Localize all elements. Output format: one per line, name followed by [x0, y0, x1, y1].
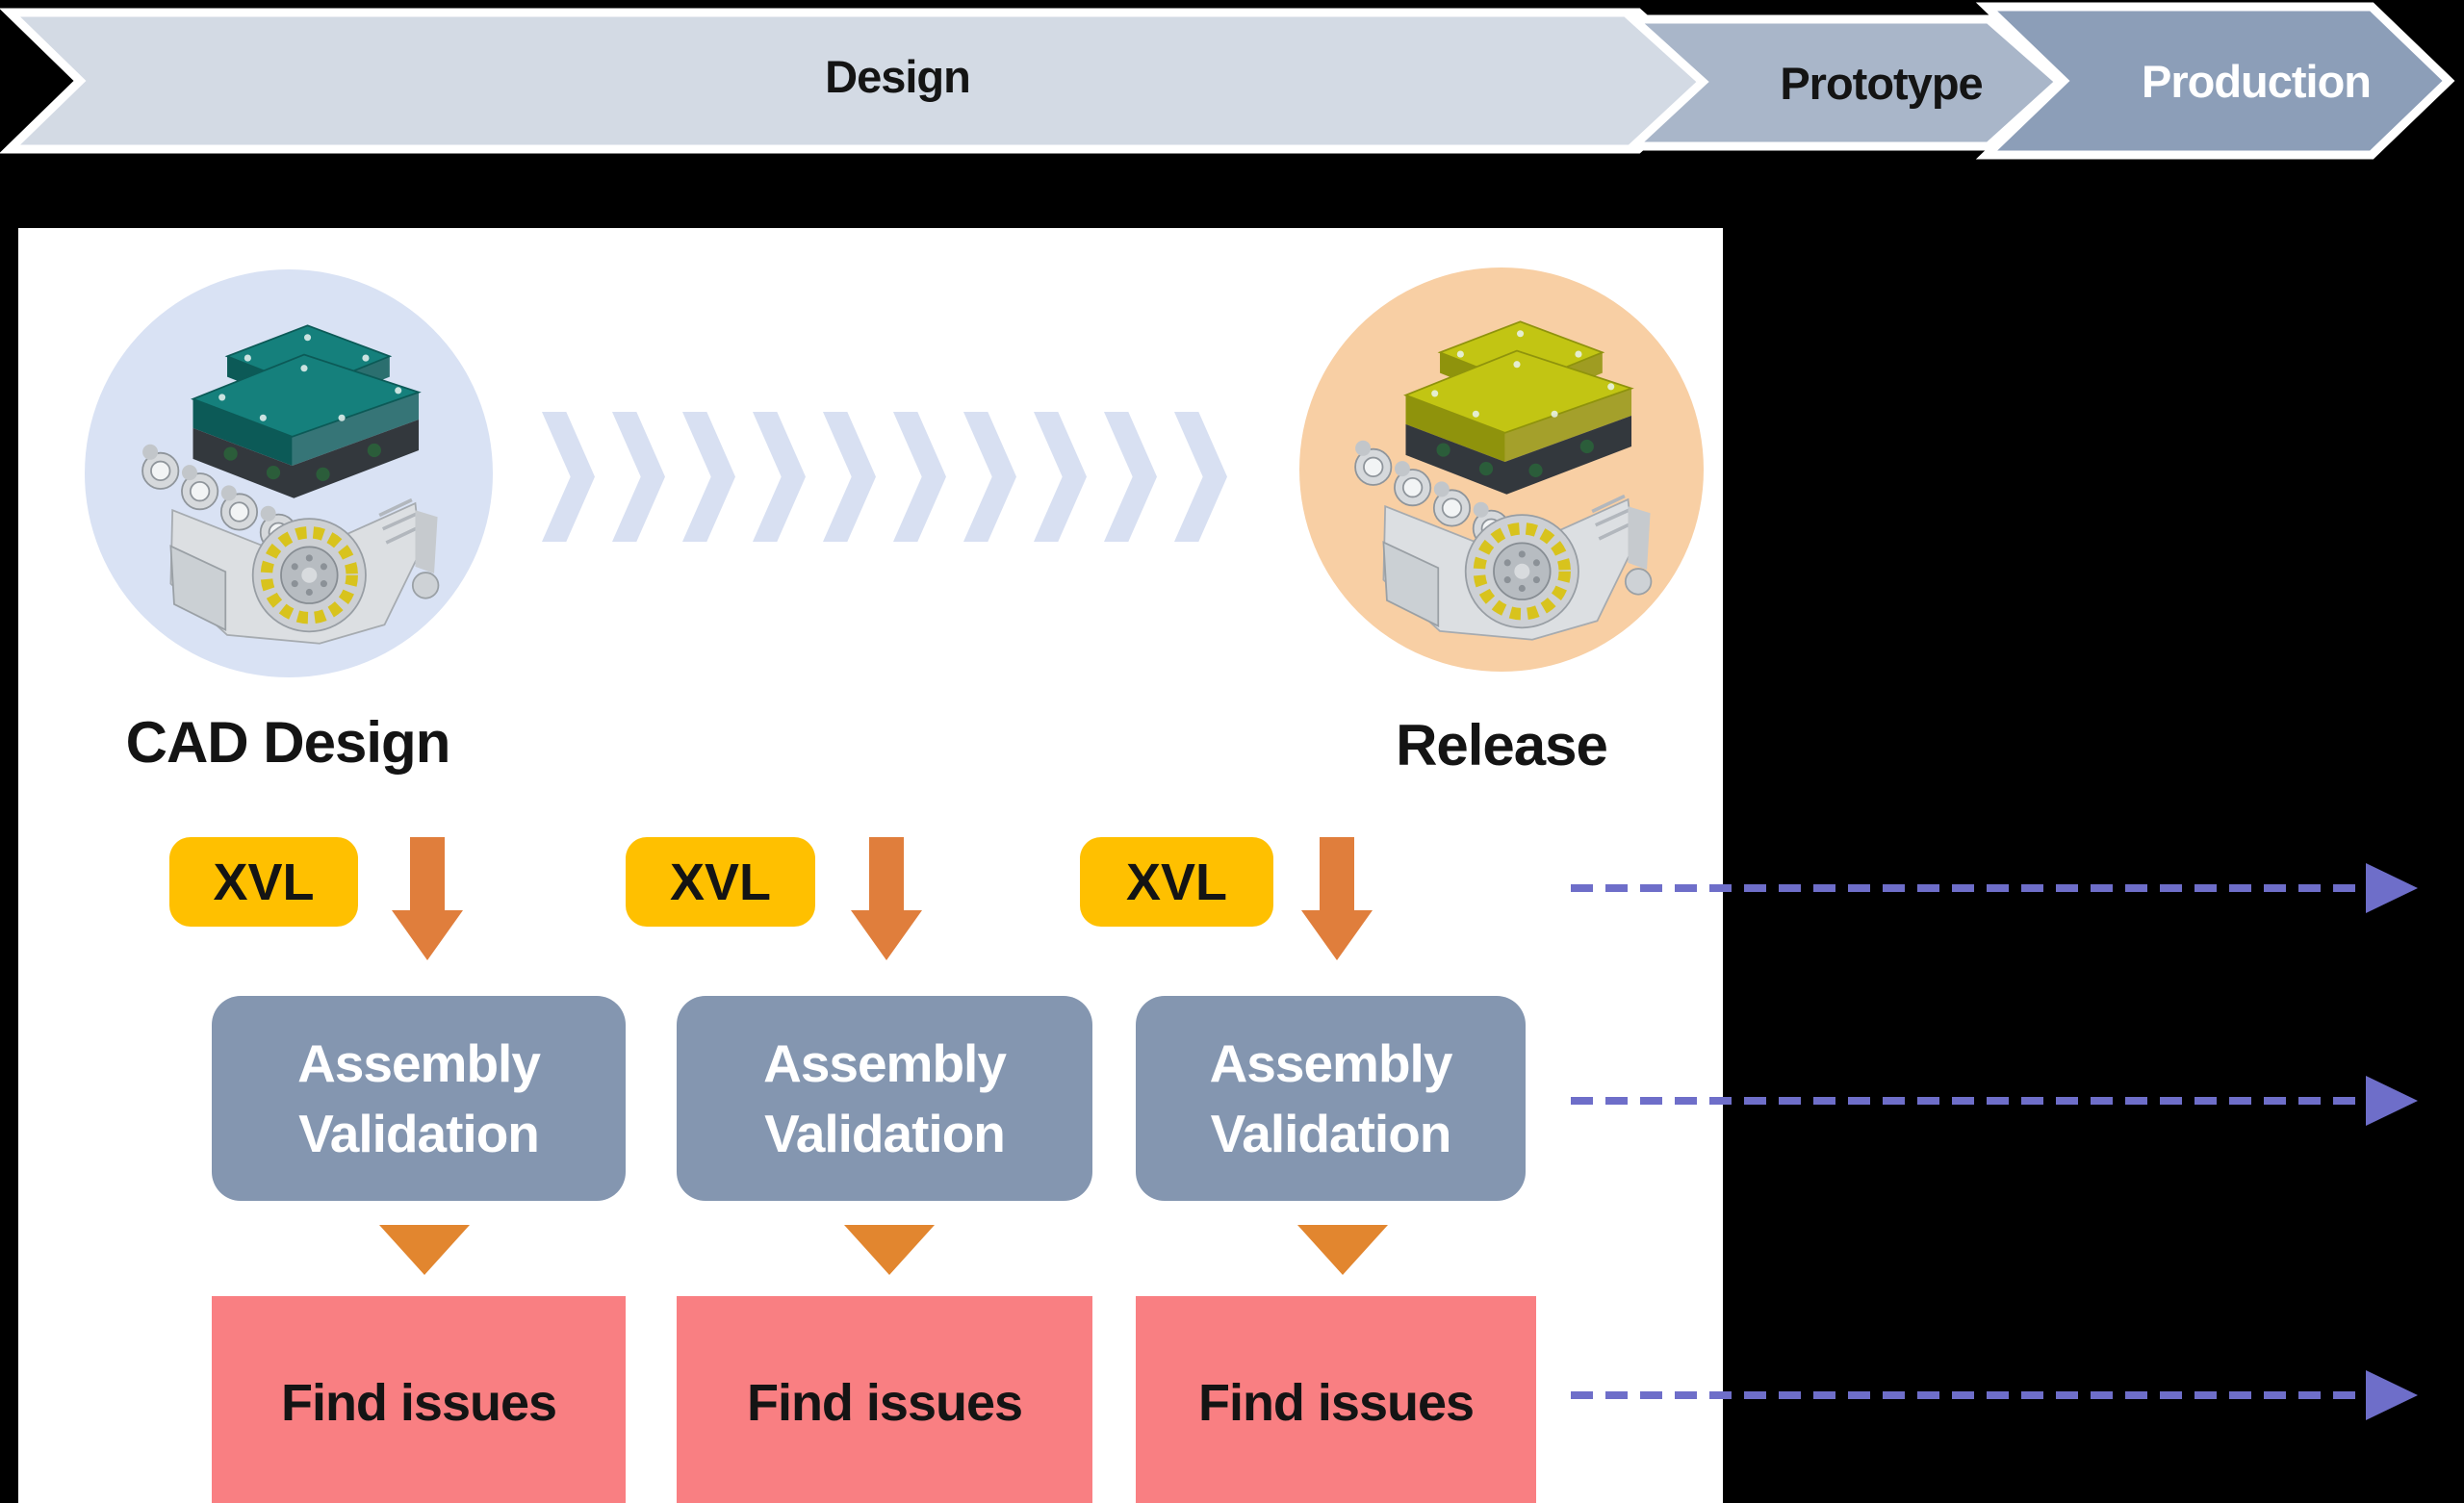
progress-chevrons — [542, 412, 1242, 542]
phase-banner — [0, 2, 2455, 160]
phase-label-production: Production — [2141, 55, 2372, 107]
down-triangle-icon — [1297, 1225, 1388, 1275]
phase-label-prototype: Prototype — [1780, 57, 1983, 109]
chevron-icon — [542, 412, 595, 542]
find-issues-box: Find issues — [1136, 1296, 1536, 1503]
find-issues-box: Find issues — [212, 1296, 626, 1503]
down-arrow-icon — [1301, 837, 1373, 960]
down-arrow-icon — [392, 837, 463, 960]
assembly-validation-box: Assembly Validation — [212, 996, 626, 1201]
release-circle — [1299, 267, 1704, 672]
dashed-arrow-issues-row — [1571, 1370, 2418, 1420]
xvl-badge: XVL — [169, 837, 358, 927]
assembly-box-line2: Validation — [764, 1103, 1006, 1163]
chevron-icon — [1104, 412, 1157, 542]
assembly-box-line1: Assembly — [1209, 1032, 1453, 1093]
chevron-icon — [1174, 412, 1227, 542]
arrowhead-icon — [2366, 1370, 2418, 1420]
xvl-badge: XVL — [626, 837, 815, 927]
dashed-line — [1571, 1391, 2366, 1399]
production-chevron-shape — [1975, 2, 2455, 160]
chevron-icon — [823, 412, 876, 542]
chevron-icon — [963, 412, 1016, 542]
down-triangle-icon — [844, 1225, 935, 1275]
phase-label-design: Design — [825, 50, 971, 102]
down-arrow-icon — [851, 837, 922, 960]
find-issues-box: Find issues — [677, 1296, 1092, 1503]
dashed-line — [1571, 1097, 2366, 1105]
assembly-box-line2: Validation — [1210, 1103, 1452, 1163]
assembly-box-line1: Assembly — [297, 1032, 541, 1093]
arrowhead-icon — [2366, 863, 2418, 913]
chevron-icon — [612, 412, 665, 542]
assembly-validation-box: Assembly Validation — [1136, 996, 1526, 1201]
design-process-panel: CAD Design Release XVL Assembly Validati… — [18, 228, 1723, 1503]
chevron-icon — [1034, 412, 1087, 542]
down-triangle-icon — [379, 1225, 470, 1275]
dashed-arrow-assembly-row — [1571, 1076, 2418, 1126]
prototype-chevron-shape — [1622, 14, 2066, 151]
assembly-box-line2: Validation — [298, 1103, 540, 1163]
chevron-icon — [753, 412, 806, 542]
arrowhead-icon — [2366, 1076, 2418, 1126]
dashed-line — [1571, 884, 2366, 892]
xvl-badge: XVL — [1080, 837, 1273, 927]
assembly-validation-box: Assembly Validation — [677, 996, 1092, 1201]
assembly-box-line1: Assembly — [763, 1032, 1007, 1093]
cad-design-label: CAD Design — [125, 710, 451, 775]
release-engine-image — [1326, 286, 1677, 653]
dashed-arrow-xvl-row — [1571, 863, 2418, 913]
cad-engine-image — [114, 290, 464, 657]
cad-design-circle — [85, 269, 493, 677]
chevron-icon — [893, 412, 946, 542]
chevron-icon — [682, 412, 735, 542]
release-label: Release — [1396, 713, 1608, 777]
